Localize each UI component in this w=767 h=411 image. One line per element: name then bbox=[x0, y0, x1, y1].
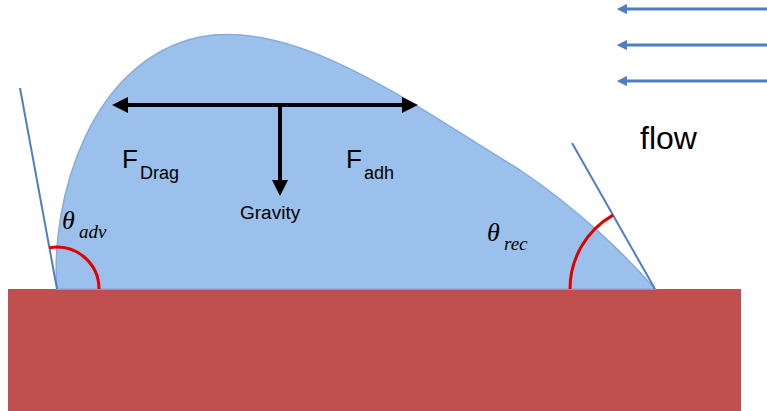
receding-angle-arc bbox=[570, 215, 613, 289]
angle-symbol: θ bbox=[62, 208, 75, 234]
droplet bbox=[56, 34, 655, 289]
flow-arrow bbox=[622, 8, 767, 11]
flow-arrow bbox=[622, 44, 767, 47]
substrate bbox=[8, 289, 741, 411]
angle-symbol: θ bbox=[487, 220, 500, 246]
force-label: Gravity bbox=[240, 203, 300, 222]
force-subscript: Drag bbox=[140, 164, 179, 182]
flow-label: flow bbox=[640, 122, 697, 154]
advancing-angle-arc bbox=[49, 247, 99, 289]
force-subscript: adh bbox=[364, 164, 394, 182]
advancing-tangent bbox=[20, 88, 57, 289]
force-arrow-horizontal bbox=[120, 103, 410, 107]
force-symbol: F bbox=[346, 146, 362, 172]
force-symbol: F bbox=[122, 146, 138, 172]
angle-subscript: rec bbox=[504, 234, 528, 253]
angle-subscript: adv bbox=[79, 222, 106, 241]
gravity-arrow bbox=[278, 105, 282, 188]
flow-arrow bbox=[622, 80, 767, 83]
